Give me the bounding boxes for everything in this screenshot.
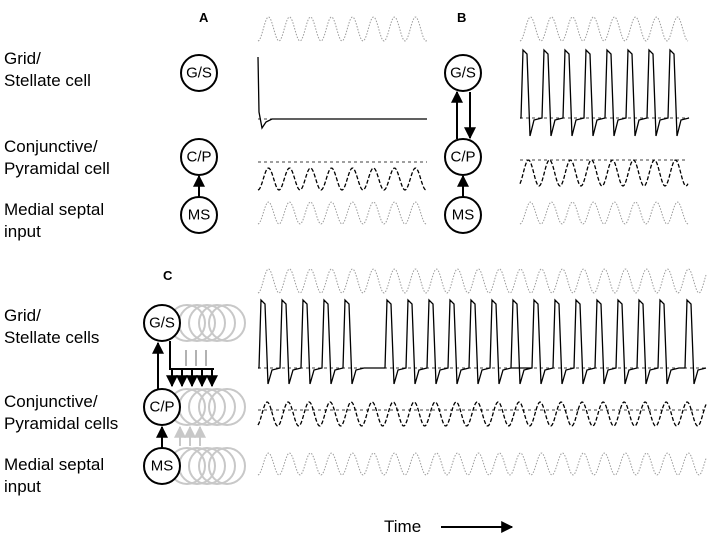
trace-a-gs	[257, 56, 427, 130]
label-grid-bottom-2: Stellate cells	[4, 328, 99, 347]
traces	[257, 16, 707, 476]
label-conj-bottom-1: Conjunctive/	[4, 392, 98, 411]
panel-label-c: C	[163, 268, 173, 283]
node-c-gs-label: G/S	[149, 315, 175, 332]
label-ms-bottom-2: input	[4, 477, 41, 496]
trace-b-cp	[519, 159, 689, 187]
node-b-cp-label: C/P	[450, 149, 475, 166]
node-c-gs	[143, 304, 181, 342]
node-a-ms-label: MS	[188, 207, 211, 224]
trace-c-ms-top	[257, 268, 707, 294]
trace-c-gs	[258, 298, 707, 385]
panel-label-a: A	[199, 10, 209, 25]
time-axis-label: Time	[384, 517, 421, 536]
network-c-faded-copies	[168, 304, 246, 485]
label-grid-top-2: Stellate cell	[4, 71, 91, 90]
trace-a-ms-top	[257, 16, 428, 42]
trace-c-ms-bottom	[257, 452, 707, 476]
node-a-gs-label: G/S	[186, 65, 212, 82]
label-conj-top-2: Pyramidal cell	[4, 159, 110, 178]
label-conj-top-1: Conjunctive/	[4, 137, 98, 156]
row-labels-bottom: Grid/ Stellate cells Conjunctive/ Pyrami…	[4, 306, 118, 496]
network-c: G/S C/P MS	[143, 304, 218, 485]
trace-b-ms-top	[519, 16, 689, 42]
node-b-ms-label: MS	[452, 207, 475, 224]
label-ms-top-1: Medial septal	[4, 200, 104, 219]
trace-c-cp	[257, 401, 707, 427]
label-grid-top-1: Grid/	[4, 49, 41, 68]
node-b-gs-label: G/S	[450, 65, 476, 82]
node-c-cp	[143, 388, 181, 426]
label-ms-bottom-1: Medial septal	[4, 455, 104, 474]
node-a-cp-label: C/P	[186, 149, 211, 166]
panel-label-b: B	[457, 10, 466, 25]
trace-b-gs	[520, 48, 690, 137]
label-grid-bottom-1: Grid/	[4, 306, 41, 325]
network-b: G/S C/P MS	[444, 54, 482, 234]
trace-a-cp	[257, 167, 428, 191]
node-b-gs	[444, 54, 482, 92]
network-a: G/S C/P MS	[180, 54, 218, 234]
row-labels-top: Grid/ Stellate cell Conjunctive/ Pyramid…	[4, 49, 110, 241]
node-a-gs	[180, 54, 218, 92]
trace-b-ms-bottom	[519, 201, 689, 225]
label-conj-bottom-2: Pyramidal cells	[4, 414, 118, 433]
node-c-cp-label: C/P	[149, 399, 174, 416]
fan-gs-to-cp	[169, 341, 214, 370]
trace-a-ms-bottom	[257, 201, 428, 225]
node-c-ms-label: MS	[151, 458, 174, 475]
label-ms-top-2: input	[4, 222, 41, 241]
